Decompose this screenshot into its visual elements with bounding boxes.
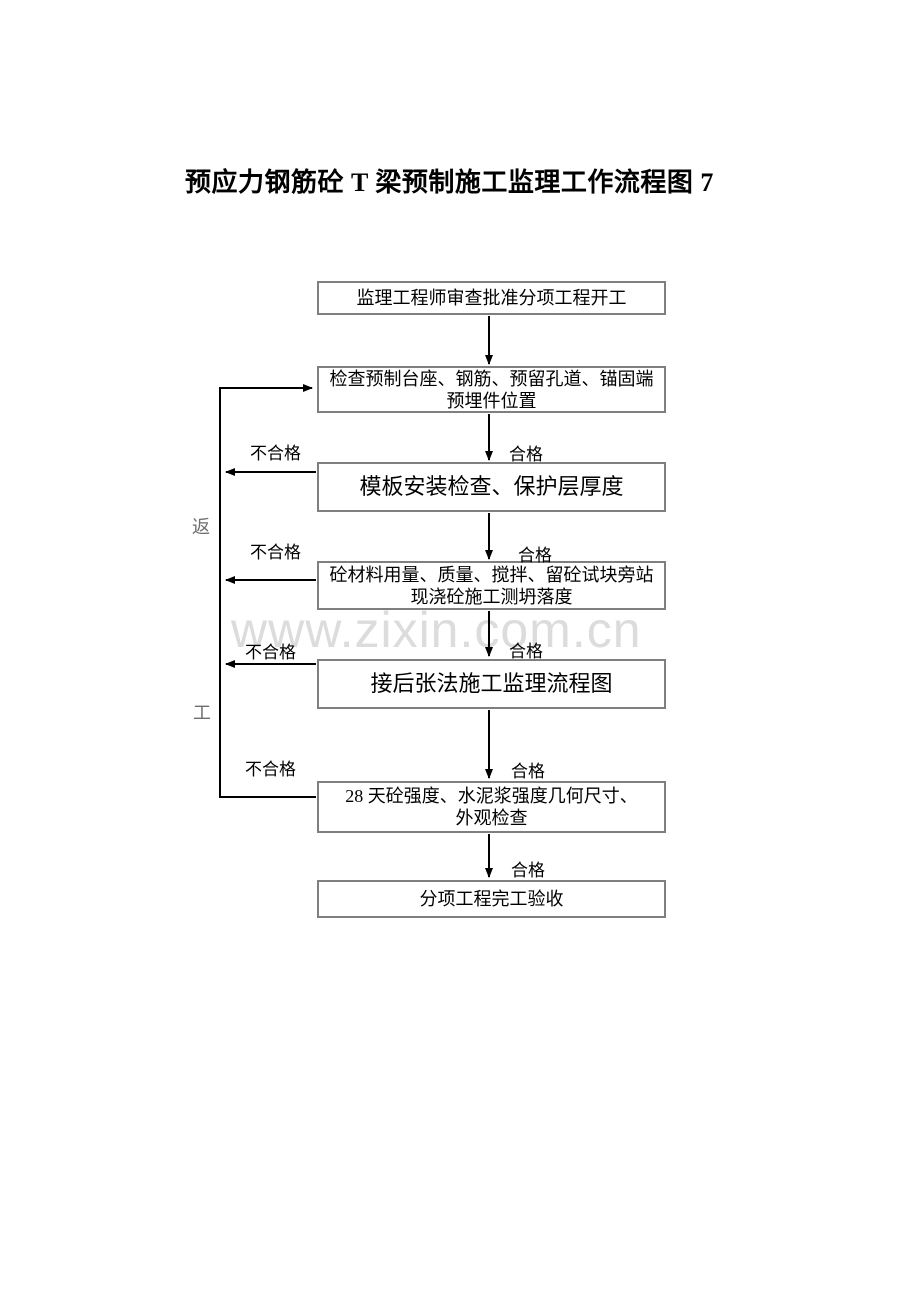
watermark-text: www.zixin.com.cn: [231, 602, 642, 658]
rework-text-bottom: 工: [193, 703, 211, 723]
flow-box-precast-check: 检查预制台座、钢筋、预留孔道、锚固端 预埋件位置: [317, 366, 666, 413]
fail-label-4: 不合格: [245, 760, 296, 779]
flow-box-strength-check: 28 天砼强度、水泥浆强度几何尺寸、 外观检查: [317, 781, 666, 833]
pass-label-1: 合格: [509, 445, 543, 464]
rework-text-top: 返: [192, 517, 210, 537]
pass-label-4: 合格: [511, 762, 545, 781]
fail-label-1: 不合格: [250, 444, 301, 463]
pass-label-3: 合格: [509, 642, 543, 661]
fail-label-3: 不合格: [245, 643, 296, 662]
flow-box-start-approval: 监理工程师审查批准分项工程开工: [317, 281, 666, 315]
flow-box-final-acceptance: 分项工程完工验收: [317, 880, 666, 918]
pass-label-2: 合格: [518, 546, 552, 565]
flow-box-concrete-pour: 砼材料用量、质量、搅拌、留砼试块旁站 现浇砼施工测坍落度: [317, 561, 666, 610]
flow-box-formwork-check: 模板安装检查、保护层厚度: [317, 462, 666, 512]
pass-label-5: 合格: [511, 861, 545, 880]
flow-box-post-tension: 接后张法施工监理流程图: [317, 659, 666, 709]
fail-label-2: 不合格: [250, 543, 301, 562]
page-title: 预应力钢筋砼 T 梁预制施工监理工作流程图 7: [185, 168, 714, 197]
